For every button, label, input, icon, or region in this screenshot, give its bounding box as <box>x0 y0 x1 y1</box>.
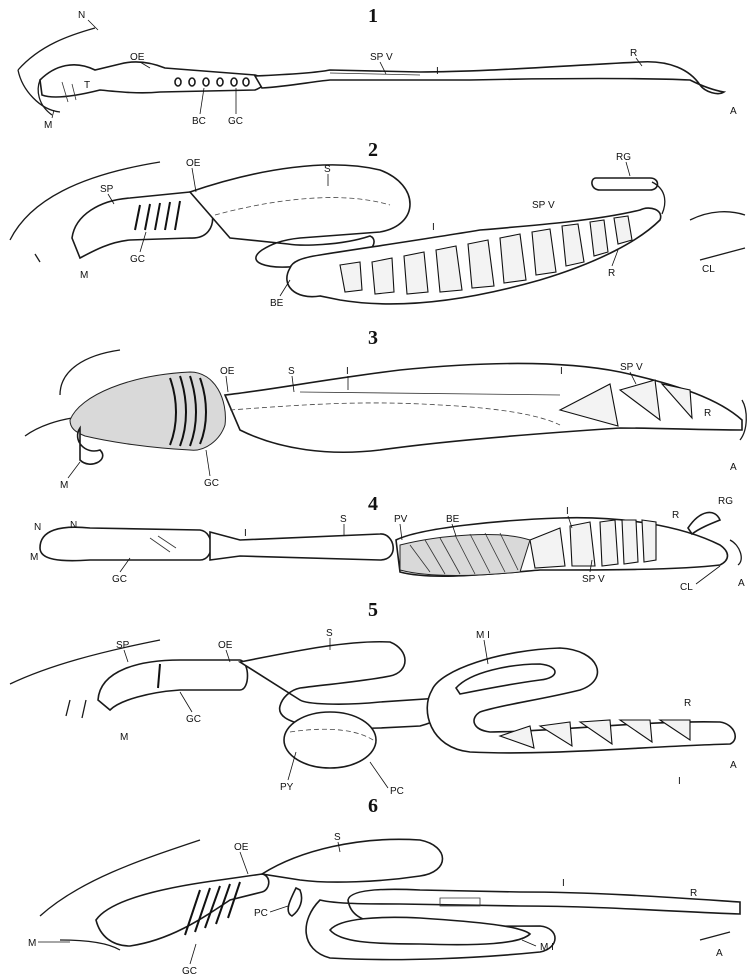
label-gc: GC <box>130 254 145 265</box>
label-cl: CL <box>680 582 693 593</box>
label-gc: GC <box>112 574 127 585</box>
label-m: M <box>44 120 52 131</box>
label-n: N <box>78 10 85 21</box>
label-oe: OE <box>220 366 235 377</box>
label-r: R <box>608 268 615 279</box>
middle-intestine-loop <box>330 917 530 944</box>
anus <box>700 932 730 940</box>
label-s: S <box>324 164 331 175</box>
label-gc: GC <box>182 966 197 977</box>
figure-3: 3 OE S I I SP V GC M R A <box>25 327 746 491</box>
label-be: BE <box>446 514 460 525</box>
figure-4: 4 N N M GC I S PV BE I R <box>30 493 745 593</box>
rectal-gland <box>688 512 720 534</box>
figure-3-number: 3 <box>368 327 378 349</box>
label-oe: OE <box>186 158 201 169</box>
label-bc: BC <box>192 116 206 127</box>
label-a: A <box>730 760 737 771</box>
pharynx <box>98 660 248 710</box>
label-a: A <box>730 106 737 117</box>
label-oe: OE <box>130 52 145 63</box>
label-r: R <box>690 888 697 899</box>
head-outline <box>18 28 95 70</box>
pyloric-caecum <box>284 712 376 768</box>
label-py: PY <box>280 782 294 793</box>
label-i: I <box>432 222 435 233</box>
label-s: S <box>326 628 333 639</box>
anus <box>730 540 741 565</box>
label-m: M <box>120 732 128 743</box>
pharynx <box>96 874 269 946</box>
figure-5-number: 5 <box>368 599 378 621</box>
head-outline <box>66 700 86 718</box>
rectal-gland <box>592 178 658 190</box>
intestine <box>255 62 724 94</box>
label-spv: SP V <box>582 574 605 585</box>
pharynx <box>72 192 213 258</box>
label-s: S <box>334 832 341 843</box>
label-be: BE <box>270 298 284 309</box>
label-r: R <box>704 408 711 419</box>
figure-2-number: 2 <box>368 139 378 161</box>
label-i: I <box>244 528 247 539</box>
label-i: I <box>346 366 349 377</box>
label-t: T <box>84 80 90 91</box>
head-outline <box>25 418 72 436</box>
label-rg: RG <box>718 496 733 507</box>
label-m: M <box>60 480 68 491</box>
label-sp: SP <box>100 184 114 195</box>
label-gc: GC <box>228 116 243 127</box>
label-i: I <box>566 506 569 517</box>
label-sp: SP <box>116 640 130 651</box>
pharynx <box>40 527 211 560</box>
cloaca <box>700 248 745 260</box>
figure-4-number: 4 <box>368 493 378 515</box>
label-rg: RG <box>616 152 631 163</box>
figure-6: 6 S OE M PC GC M I I R A <box>28 795 740 977</box>
label-n: N <box>70 520 77 531</box>
label-oe: OE <box>234 842 249 853</box>
cloaca <box>690 212 745 220</box>
label-mi: M I <box>476 630 490 641</box>
label-cl: CL <box>702 264 715 275</box>
label-i: I <box>436 66 439 77</box>
label-s: S <box>288 366 295 377</box>
label-a: A <box>716 948 723 959</box>
label-i: I <box>678 776 681 787</box>
head-outline <box>35 254 40 262</box>
label-a: A <box>738 578 745 589</box>
label-gc: GC <box>204 478 219 489</box>
figure-6-number: 6 <box>368 795 378 817</box>
label-m: M <box>80 270 88 281</box>
figure-5: 5 SP OE S GC M PY PC M I I R A <box>10 599 737 797</box>
figure-1-number: 1 <box>368 5 378 27</box>
label-pv: PV <box>394 514 408 525</box>
label-i: I <box>560 366 563 377</box>
label-m: M <box>30 552 38 563</box>
figure-1: 1 N T M OE BC GC SP V I R A <box>18 5 737 131</box>
label-r: R <box>630 48 637 59</box>
label-pc: PC <box>390 786 404 797</box>
stomach <box>210 532 393 560</box>
label-spv: SP V <box>532 200 555 211</box>
label-a: A <box>730 462 737 473</box>
label-r: R <box>672 510 679 521</box>
label-spv: SP V <box>620 362 643 373</box>
label-gc: GC <box>186 714 201 725</box>
label-m: M <box>28 938 36 949</box>
label-oe: OE <box>218 640 233 651</box>
intestine <box>225 364 742 453</box>
label-n: N <box>34 522 41 533</box>
figure-2: 2 SP OE GC M <box>10 139 745 309</box>
label-spv: SP V <box>370 52 393 63</box>
stomach <box>262 839 443 882</box>
label-pc: PC <box>254 908 268 919</box>
label-r: R <box>684 698 691 709</box>
label-mi: M I <box>540 942 554 953</box>
label-i: I <box>562 878 565 889</box>
label-s: S <box>340 514 347 525</box>
pyloric-caecum <box>288 888 301 916</box>
